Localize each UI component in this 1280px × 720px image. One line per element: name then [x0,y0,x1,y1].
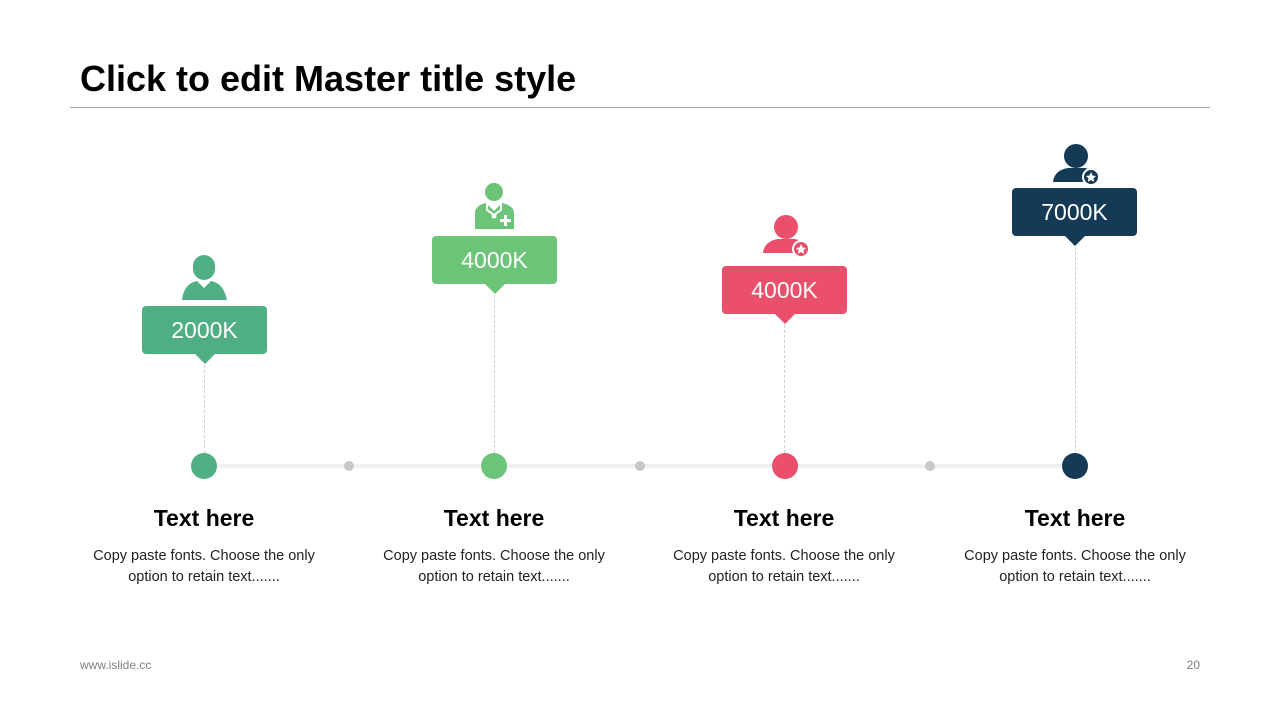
description-line: Copy paste fonts. Choose the only [673,548,895,564]
timeline-node-3 [772,453,798,479]
description-line: option to retain text....... [128,569,280,585]
description-line: option to retain text....... [999,569,1151,585]
connector-3 [784,325,785,453]
description-line: Copy paste fonts. Choose the only [964,548,1186,564]
value-callout-4: 7000K [1012,188,1137,246]
value-callout-2: 4000K [432,236,557,294]
item-description-1: Copy paste fonts. Choose the only option… [84,546,324,588]
page-number: 20 [1186,658,1200,672]
value-callout-3: 4000K [722,266,847,324]
timeline-separator-dot [344,461,354,471]
timeline-node-2 [481,453,507,479]
description-line: option to retain text....... [418,569,570,585]
person-star-icon [763,215,810,258]
connector-1 [204,365,205,453]
item-description-3: Copy paste fonts. Choose the only option… [664,546,904,588]
doctor-icon [475,183,514,229]
person-star-icon [1053,144,1100,186]
item-heading-4: Text here [1024,505,1126,531]
connector-4 [1075,247,1076,453]
value-callout-1: 2000K [142,306,267,364]
item-heading-2: Text here [443,505,545,531]
item-heading-3: Text here [733,505,835,531]
timeline-separator-dot [925,461,935,471]
person-icon [182,255,227,300]
item-description-4: Copy paste fonts. Choose the only option… [955,546,1195,588]
slide-title: Click to edit Master title style [80,58,577,99]
timeline-node-4 [1062,453,1088,479]
item-heading-1: Text here [153,505,255,531]
description-line: option to retain text....... [708,569,860,585]
item-description-2: Copy paste fonts. Choose the only option… [374,546,614,588]
connector-2 [494,295,495,453]
description-line: Copy paste fonts. Choose the only [383,548,605,564]
timeline-node-1 [191,453,217,479]
title-divider [70,107,1210,108]
timeline-separator-dot [635,461,645,471]
footer-url: www.islide.cc [80,658,152,672]
description-line: Copy paste fonts. Choose the only [93,548,315,564]
